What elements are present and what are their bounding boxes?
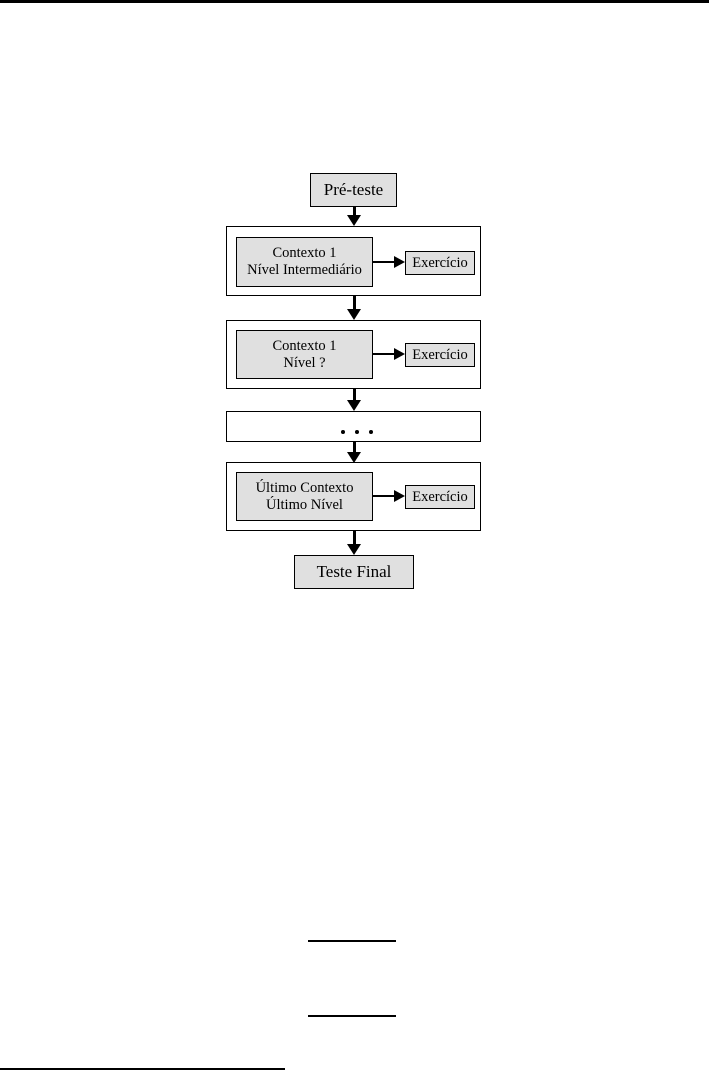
arrow-ellipsis-to-stage-last (347, 442, 361, 463)
ellipsis-dots (341, 430, 373, 434)
page-rule-upper (308, 940, 396, 942)
arrow-stage2-to-exercise (373, 348, 406, 360)
stage1-exercise-box: Exercício (405, 251, 475, 275)
ellipsis-dot (355, 430, 359, 434)
stage2-exercise-box: Exercício (405, 343, 475, 367)
arrow-stage-last-to-final-test (347, 531, 361, 556)
arrow-stage2-to-ellipsis (347, 389, 361, 412)
arrow-stage-last-to-exercise (373, 490, 406, 502)
arrow-stage1-to-stage2 (347, 296, 361, 321)
stage-last-exercise-box: Exercício (405, 485, 475, 509)
ellipsis-dot (369, 430, 373, 434)
stage1-context-box: Contexto 1 Nível Intermediário (236, 237, 373, 287)
footnote-separator-rule (0, 1068, 285, 1070)
arrow-pretest-to-stage1 (347, 207, 361, 226)
ellipsis-dot (341, 430, 345, 434)
stage2-context-box: Contexto 1 Nível ? (236, 330, 373, 379)
page-edge-artifact (0, 0, 709, 3)
stage-last-context-box: Último Contexto Último Nível (236, 472, 373, 521)
node-final-test: Teste Final (294, 555, 414, 589)
node-pretest: Pré-teste (310, 173, 397, 207)
arrow-stage1-to-exercise (373, 256, 406, 268)
ellipsis-container (226, 411, 481, 442)
page-rule-lower (308, 1015, 396, 1017)
